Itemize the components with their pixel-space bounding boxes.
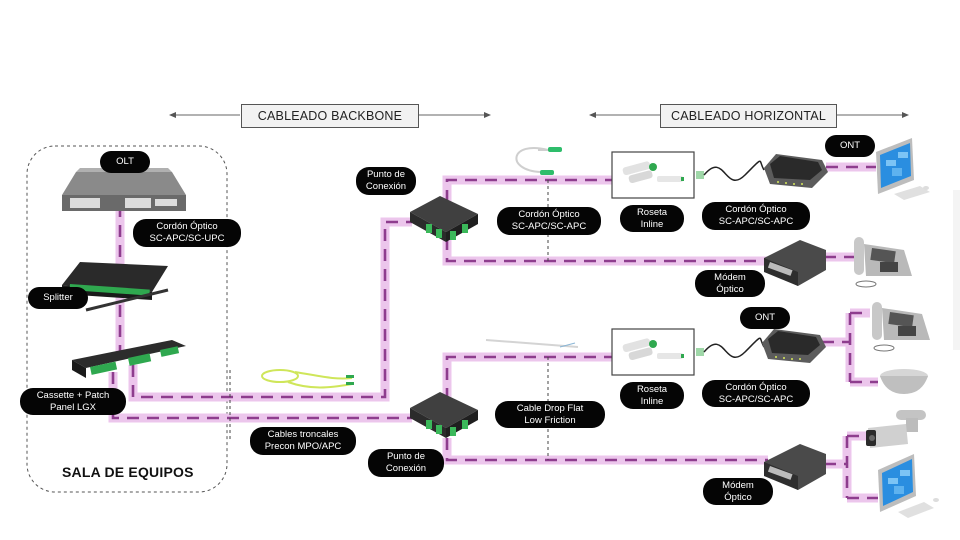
label-olt: OLT — [100, 151, 150, 173]
ip-phone-top-icon — [854, 237, 912, 288]
splitter-tray-icon — [62, 262, 169, 312]
section-label-backbone: CABLEADO BACKBONE — [241, 104, 419, 128]
section-label-horizontal: CABLEADO HORIZONTAL — [660, 104, 837, 128]
patch-cord-bottom-icon — [703, 337, 765, 359]
cable-junction1-to-modem1 — [442, 238, 768, 266]
label-modem-bottom: Módem Óptico — [703, 478, 773, 505]
mpo-connector-icon — [346, 382, 354, 385]
cable-junction1-to-rosette1-dash — [445, 178, 612, 202]
patch-panel-icon — [72, 340, 186, 378]
label-rosette-bottom: Roseta Inline — [620, 382, 684, 409]
cable-junction2-to-modem2 — [442, 438, 768, 465]
equipment-room-title: SALA DE EQUIPOS — [62, 464, 194, 480]
cable-ont2-to-devices-glow — [822, 308, 878, 387]
label-trunk-cables: Cables troncales Precon MPO/APC — [250, 427, 356, 455]
cable-junction2-to-modem2-glow — [442, 438, 768, 465]
cable-junction1-to-modem1-glow — [442, 238, 768, 266]
label-patch-cord-top: Cordón Óptico SC-APC/SC-APC — [702, 202, 810, 230]
cable-junction1-to-rosette1-glow — [442, 175, 612, 202]
junction-box-bottom-icon — [410, 392, 478, 438]
cord-connector-icon — [548, 147, 562, 152]
mpo-connector-icon — [346, 375, 354, 378]
inline-rosette-bottom-icon — [611, 328, 704, 376]
label-drop-cable: Cable Drop Flat Low Friction — [495, 401, 605, 428]
label-connection-point-bottom: Punto de Conexión — [368, 449, 444, 477]
desktop-computer-bottom-icon — [878, 454, 939, 518]
cable-ont2-to-devices — [822, 308, 878, 387]
cable-backbone-lower — [108, 372, 412, 423]
cable-junction2-to-modem2-dash — [445, 438, 768, 462]
label-patch-cord-bottom: Cordón Óptico SC-APC/SC-APC — [702, 380, 810, 407]
label-modem-top: Módem Óptico — [695, 270, 765, 297]
side-panel-edge — [953, 190, 960, 350]
cable-modem2-to-devices — [824, 431, 878, 503]
optical-modem-top-icon — [764, 240, 826, 286]
label-olt-cord: Cordón Óptico SC-APC/SC-UPC — [133, 219, 241, 247]
inline-rosette-top-icon — [611, 151, 704, 199]
ip-phone-bottom-icon — [872, 302, 930, 352]
cable-modem2-to-devices-dash — [824, 434, 878, 500]
label-cord-top: Cordón Óptico SC-APC/SC-APC — [497, 207, 601, 235]
label-splitter: Splitter — [28, 287, 88, 309]
patch-cord-top-icon — [703, 160, 765, 182]
label-cassette: Cassette + Patch Panel LGX — [20, 388, 126, 415]
cable-junction2-to-rosette2-dash — [445, 355, 612, 400]
ip-camera-icon — [866, 410, 926, 448]
cable-junction2-to-rosette2-glow — [442, 352, 612, 400]
access-point-icon — [880, 369, 928, 394]
cable-backbone-upper-dash — [131, 220, 412, 399]
flat-drop-cable-icon — [485, 339, 579, 348]
junction-box-top-icon — [410, 196, 478, 242]
cable-backbone-lower-dash — [111, 372, 412, 420]
optical-modem-bottom-icon — [764, 444, 826, 490]
cable-junction2-to-rosette2 — [442, 352, 612, 400]
cable-junction1-to-modem1-dash — [445, 238, 768, 263]
cable-backbone-upper — [128, 217, 412, 402]
ont-router-top-icon — [764, 154, 828, 188]
olt-rack-icon — [62, 168, 186, 211]
label-ont-bottom: ONT — [740, 307, 790, 329]
desktop-computer-top-icon — [876, 138, 930, 200]
label-ont-top: ONT — [825, 135, 875, 157]
fiber-cable-routes — [108, 162, 878, 503]
mpo-trunk-cable-icon — [261, 369, 353, 389]
ont-router-bottom-icon — [762, 329, 826, 363]
cord-connector-icon — [540, 170, 554, 175]
label-rosette-top: Roseta Inline — [620, 205, 684, 232]
equipment-room-boundary — [26, 145, 228, 493]
cable-junction1-to-rosette1 — [442, 175, 612, 202]
label-connection-point-top: Punto de Conexión — [356, 167, 416, 195]
